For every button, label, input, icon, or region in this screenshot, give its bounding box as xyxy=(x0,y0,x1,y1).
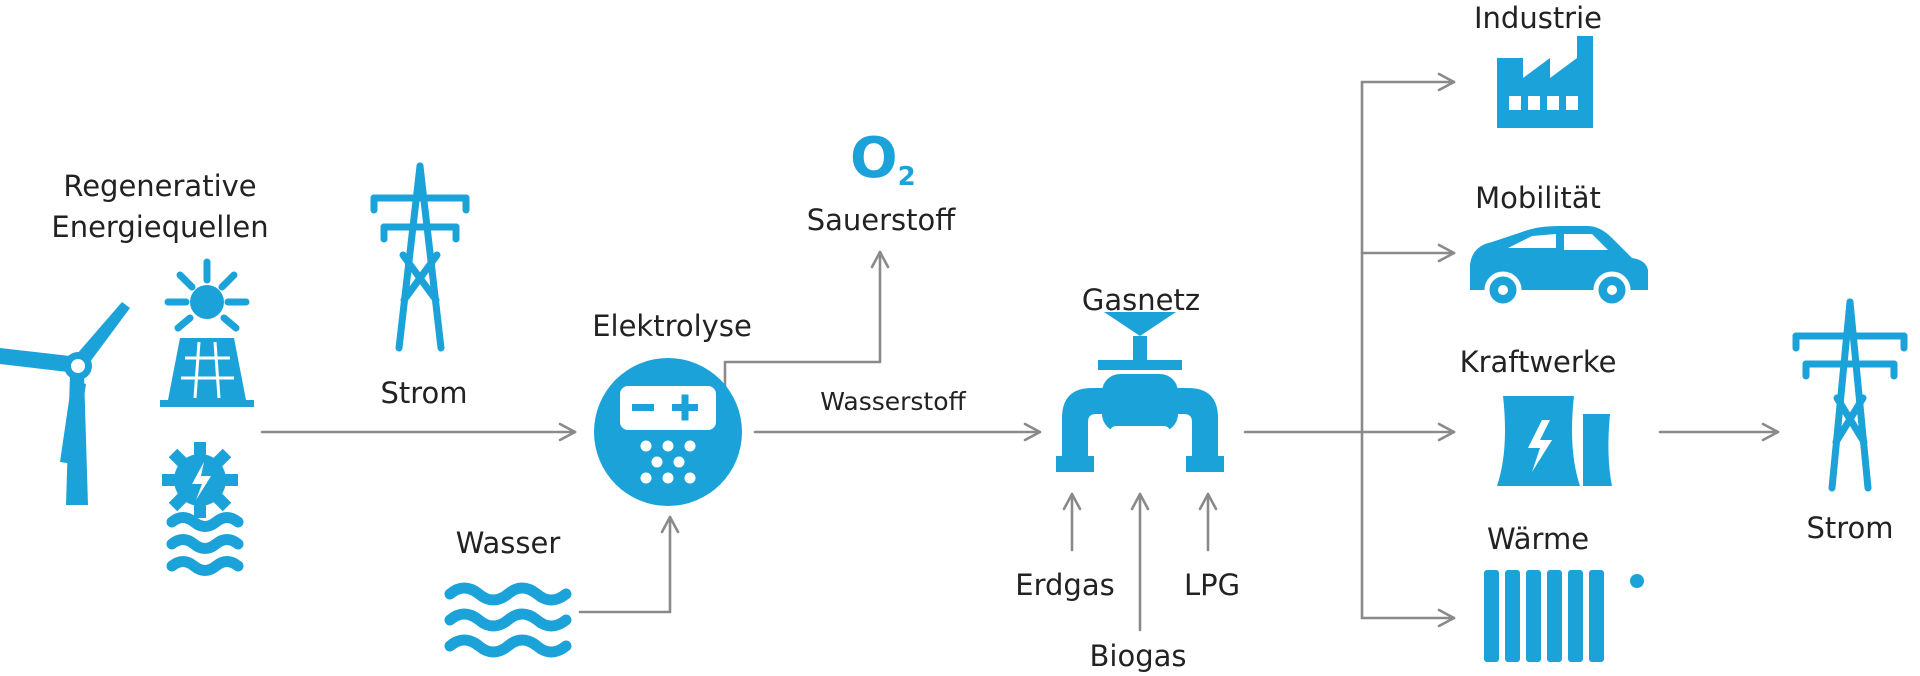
label-kraftwerke: Kraftwerke xyxy=(1460,345,1617,379)
label-regenerative-line2: Energiequellen xyxy=(51,210,268,244)
o2-symbol: O2 xyxy=(850,126,916,192)
factory-icon xyxy=(1497,36,1593,128)
radiator-icon xyxy=(1484,570,1644,662)
label-waerme: Wärme xyxy=(1487,522,1589,556)
water-waves-icon xyxy=(444,582,572,658)
label-biogas: Biogas xyxy=(1090,639,1187,673)
label-gasnetz: Gasnetz xyxy=(1082,283,1200,317)
label-erdgas: Erdgas xyxy=(1015,568,1114,602)
car-icon xyxy=(1470,226,1648,309)
o2-letter: O xyxy=(850,126,898,191)
label-regenerative-line1: Regenerative xyxy=(63,169,256,203)
label-wasserstoff: Wasserstoff xyxy=(820,387,966,416)
label-lpg: LPG xyxy=(1184,568,1240,602)
gas-pipe-valve-icon xyxy=(1056,312,1224,472)
label-wasser: Wasser xyxy=(456,526,561,560)
label-strom-right: Strom xyxy=(1806,511,1893,545)
o2-subscript: 2 xyxy=(898,162,916,192)
label-elektrolyse: Elektrolyse xyxy=(592,309,752,343)
power-plant-icon xyxy=(1497,396,1612,486)
power-pylon-icon xyxy=(370,162,470,352)
arrow-wasser-to-elektrolyse xyxy=(578,515,680,614)
hydro-power-icon xyxy=(162,442,244,576)
flow-arrows xyxy=(260,72,1780,632)
wind-turbine-icon xyxy=(0,302,130,505)
label-sauerstoff: Sauerstoff xyxy=(807,203,957,237)
arrow-elektrolyse-to-sauerstoff xyxy=(723,250,890,392)
label-strom-left: Strom xyxy=(380,376,467,410)
electrolyzer-icon xyxy=(594,358,742,506)
label-industrie: Industrie xyxy=(1474,1,1602,35)
solar-panel-icon xyxy=(160,258,254,407)
power-pylon-icon-right xyxy=(1792,298,1908,492)
label-mobilitaet: Mobilität xyxy=(1475,181,1601,215)
